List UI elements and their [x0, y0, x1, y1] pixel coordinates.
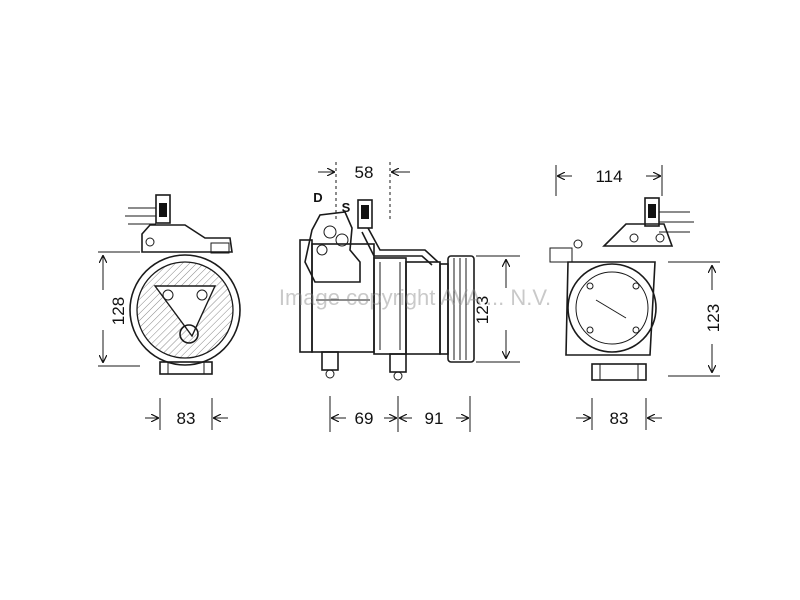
dim-middle-height: 123 — [473, 296, 492, 324]
front-view-left: 128 83 — [98, 194, 241, 430]
dim-middle-left: 69 — [355, 409, 374, 428]
side-view-middle: D S 58 — [299, 162, 520, 432]
watermark-text: Image copyright AVA ... N.V. — [279, 285, 551, 310]
port-label-d: D — [313, 190, 322, 205]
dim-right-height: 123 — [704, 304, 723, 332]
dim-middle-top: 58 — [355, 163, 374, 182]
rear-view-right: 114 123 83 — [549, 165, 723, 430]
dim-right-top: 114 — [595, 167, 622, 186]
port-label-s: S — [342, 200, 351, 215]
dim-left-height: 128 — [109, 297, 128, 325]
dim-right-width: 83 — [610, 409, 629, 428]
dim-middle-right: 91 — [425, 409, 444, 428]
dim-left-width: 83 — [177, 409, 196, 428]
